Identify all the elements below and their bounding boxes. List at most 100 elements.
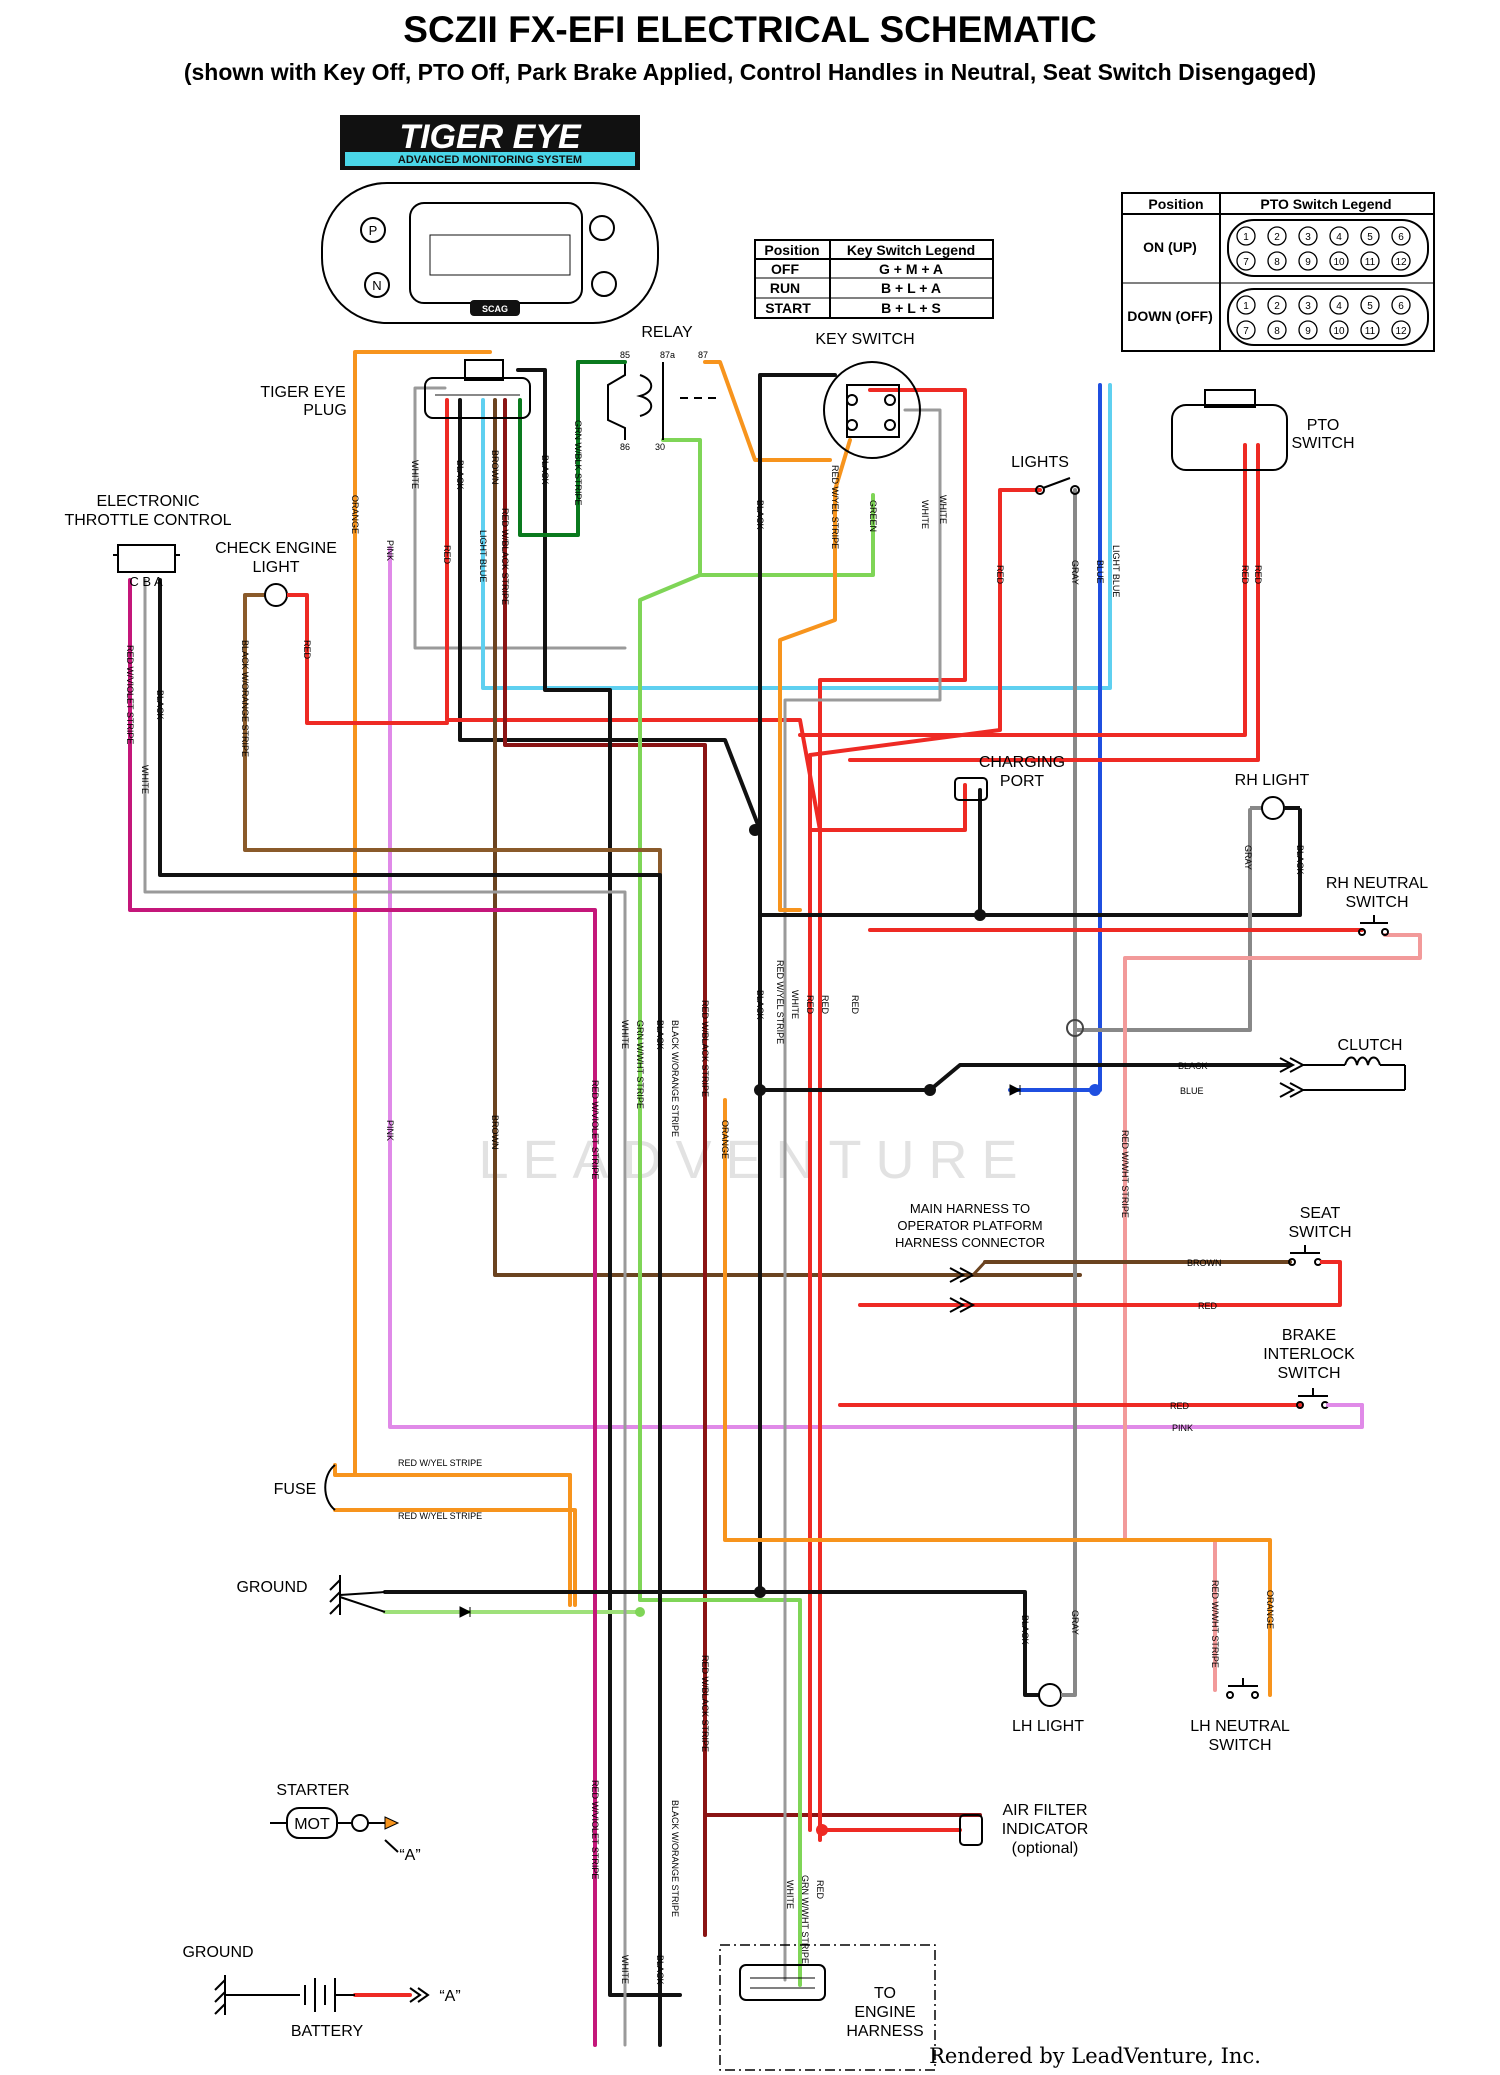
lh-light	[1025, 1648, 1077, 1707]
pto-pin-circle	[1267, 226, 1287, 246]
lights-switch	[1035, 477, 1080, 495]
label-red-5: RED	[815, 1880, 825, 1900]
engine-harness-label: TO	[874, 1985, 896, 2002]
tiger-eye-plug-label: TIGER EYE	[260, 384, 345, 401]
diagram-title: SCZII FX-EFI ELECTRICAL SCHEMATIC	[403, 9, 1096, 50]
svg-text:87a: 87a	[660, 350, 675, 360]
label-red-2: RED	[805, 995, 815, 1015]
battery-label: BATTERY	[291, 2023, 364, 2040]
pto-pin-circle	[1391, 226, 1411, 246]
label-blue-clutch: BLUE	[1180, 1086, 1204, 1096]
battery-ground-label: GROUND	[182, 1944, 253, 1961]
wire-seat-red	[858, 1260, 1342, 1307]
main-harness-connector	[949, 1260, 987, 1313]
label-brown: BROWN	[490, 450, 500, 485]
starter-motor: MOT	[270, 1807, 400, 1853]
wire-check-engine-black-orange	[243, 593, 662, 1937]
label-red-wblack-2: RED W/BLACK STRIPE	[700, 1000, 710, 1097]
pto-pin-number: 2	[1274, 301, 1280, 312]
svg-text:OFF: OFF	[771, 261, 799, 277]
svg-text:Position: Position	[1148, 196, 1203, 212]
pto-pin-number: 12	[1395, 257, 1407, 268]
air-filter-label-3: (optional)	[1012, 1840, 1079, 1857]
svg-text:Position: Position	[764, 242, 819, 258]
label-grn-wblk: GRN W/BLK STRIPE	[573, 420, 583, 506]
air-filter-indicator	[816, 1814, 983, 1846]
label-red-wblack: RED W/BLACK STRIPE	[500, 508, 510, 605]
svg-text:ADVANCED MONITORING SYSTEM: ADVANCED MONITORING SYSTEM	[398, 154, 582, 166]
wire-red-wblack	[503, 398, 982, 1817]
label-red-seat: RED	[1198, 1301, 1218, 1311]
pto-pin-number: 9	[1305, 326, 1311, 337]
label-pink: PINK	[385, 540, 395, 561]
lh-neutral-label: LH NEUTRAL	[1190, 1718, 1290, 1735]
pto-pin-circle	[1267, 295, 1287, 315]
junction-dots	[635, 824, 1101, 1617]
pto-pin-number: 2	[1274, 232, 1280, 243]
label-black-worange: BLACK W/ORANGE STRIPE	[670, 1020, 680, 1137]
label-light-blue-pto: LIGHT BLUE	[1111, 545, 1121, 597]
label-gray: GRAY	[1070, 560, 1080, 585]
label-red-wyel-2: RED W/YEL STRIPE	[775, 960, 785, 1044]
tiger-eye-plug	[424, 359, 531, 419]
clutch	[1009, 1056, 1406, 1098]
charging-port	[954, 777, 988, 801]
pto-pin-number: 7	[1243, 326, 1249, 337]
label-red-brake: RED	[1170, 1401, 1190, 1411]
rh-neutral-label: RH NEUTRAL	[1326, 875, 1428, 892]
wire-white-tiger-eye	[413, 386, 627, 650]
pto-pin-number: 8	[1274, 326, 1280, 337]
wire-key-red	[818, 388, 967, 1842]
svg-text:Key Switch Legend: Key Switch Legend	[847, 242, 975, 258]
label-white-2: WHITE	[620, 1020, 630, 1049]
display-neutral-icon	[364, 272, 390, 298]
pto-pin-number: 6	[1398, 232, 1404, 243]
label-black-3: BLACK	[755, 990, 765, 1020]
svg-text:START: START	[765, 300, 811, 316]
label-green: GREEN	[868, 500, 878, 532]
svg-text:G + M + A: G + M + A	[879, 261, 943, 277]
label-black-clutch: BLACK	[1178, 1061, 1208, 1071]
key-switch-legend-table: Position Key Switch Legend OFF G + M + A…	[754, 239, 994, 319]
pto-pin-number: 5	[1367, 232, 1373, 243]
label-red: RED	[442, 545, 452, 565]
label-white-3: WHITE	[790, 990, 800, 1019]
svg-text:87: 87	[698, 350, 708, 360]
svg-text:N: N	[372, 278, 381, 293]
label-white-4: WHITE	[620, 1955, 630, 1984]
wire-white-key	[783, 408, 942, 1982]
label-orange-2: ORANGE	[720, 1120, 730, 1159]
key-switch	[823, 361, 921, 459]
pto-pin-number: 3	[1305, 301, 1311, 312]
pto-pin-number: 1	[1243, 232, 1249, 243]
pto-pin-circle	[1267, 251, 1287, 271]
brake-interlock-label: BRAKE	[1282, 1327, 1336, 1344]
display-seat-icon	[589, 215, 615, 241]
wire-red-wyel	[778, 438, 852, 912]
key-switch-label: KEY SWITCH	[815, 331, 914, 348]
svg-text:SCAG: SCAG	[482, 304, 508, 314]
label-white-key-2: WHITE	[938, 495, 948, 524]
label-red-pto-2: RED	[1253, 565, 1263, 585]
throttle-label: ELECTRONIC	[96, 493, 199, 510]
diagram-subtitle: (shown with Key Off, PTO Off, Park Brake…	[184, 59, 1316, 85]
label-pink-brake: PINK	[1172, 1423, 1193, 1433]
label-red-3: RED	[820, 995, 830, 1015]
lights-label: LIGHTS	[1011, 454, 1069, 471]
check-engine-label-2: LIGHT	[252, 559, 299, 576]
label-black-rh: BLACK	[1295, 845, 1305, 875]
engine-harness-label-3: HARNESS	[846, 2023, 923, 2040]
label-black: BLACK	[455, 460, 465, 490]
wire-lh-orange	[723, 1098, 1272, 1697]
rh-light	[1250, 796, 1300, 820]
pto-pin-number: 11	[1365, 326, 1376, 337]
label-light-blue: LIGHT BLUE	[478, 530, 488, 582]
label-black-lh: BLACK	[1020, 1615, 1030, 1645]
relay-label: RELAY	[641, 324, 693, 341]
wire-key-black	[758, 373, 837, 1592]
wire-red-tiger-eye	[445, 398, 822, 832]
wire-harness	[128, 350, 1422, 2047]
air-filter-label: AIR FILTER	[1002, 1802, 1087, 1819]
